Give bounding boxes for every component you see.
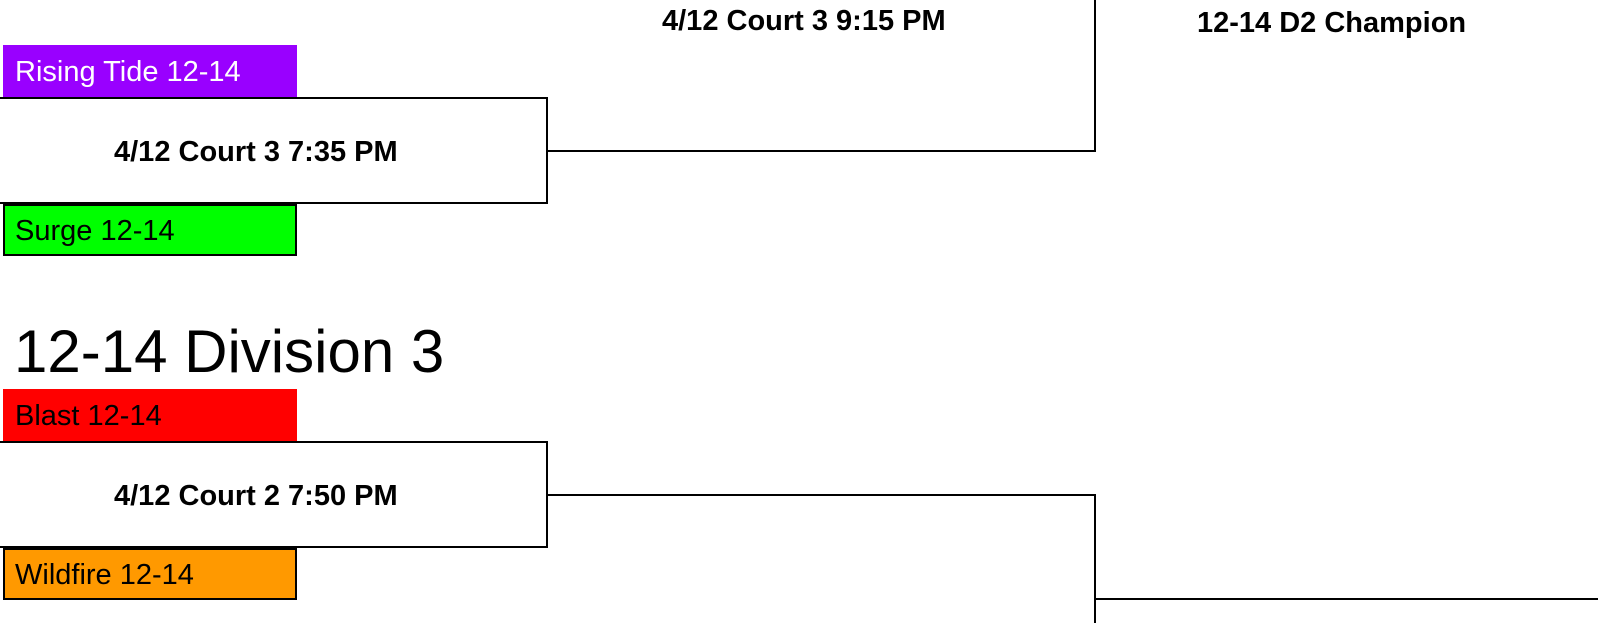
d3-champion-line: [1094, 598, 1598, 600]
d3-final-bracket-line: [1094, 494, 1096, 623]
d2-semifinal-connector: [546, 150, 1096, 152]
team-rising-tide[interactable]: Rising Tide 12-14: [3, 45, 297, 97]
d2-final-game-label: 4/12 Court 3 9:15 PM: [662, 5, 946, 37]
team-wildfire[interactable]: Wildfire 12-14: [3, 548, 297, 600]
team-surge[interactable]: Surge 12-14: [3, 204, 297, 256]
d3-semifinal-game-label: 4/12 Court 2 7:50 PM: [114, 480, 398, 512]
team-blast[interactable]: Blast 12-14: [3, 389, 297, 441]
d2-final-bracket-line: [1094, 0, 1096, 152]
d2-champion-label: 12-14 D2 Champion: [1197, 7, 1467, 39]
d3-division-title: 12-14 Division 3: [14, 318, 445, 385]
d2-semifinal-game-label: 4/12 Court 3 7:35 PM: [114, 136, 398, 168]
d3-semifinal-connector: [546, 494, 1096, 496]
